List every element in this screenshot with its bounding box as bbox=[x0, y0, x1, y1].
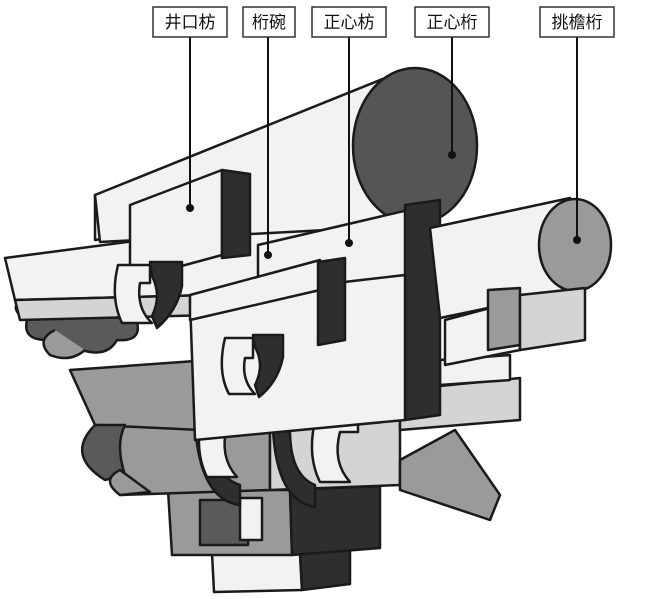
label-text: 挑檐桁 bbox=[552, 13, 603, 33]
pointer-dot bbox=[573, 236, 581, 244]
label-jingkoufang: 井口枋 bbox=[152, 6, 228, 38]
pointer-dot bbox=[345, 239, 353, 247]
middle-beam-block bbox=[188, 198, 442, 442]
upper-left-block bbox=[128, 168, 252, 282]
pointer-dot bbox=[448, 151, 456, 159]
label-hengwan: 桁碗 bbox=[242, 6, 296, 38]
label-text: 井口枋 bbox=[165, 13, 216, 33]
label-tiaoyanheng: 挑檐桁 bbox=[539, 6, 615, 38]
label-text: 桁碗 bbox=[252, 13, 286, 33]
label-text: 正心枋 bbox=[324, 13, 375, 33]
leader-lines bbox=[186, 37, 581, 259]
label-text: 正心桁 bbox=[427, 13, 478, 33]
label-zhengxinfang: 正心枋 bbox=[311, 6, 387, 38]
tiaoyanheng-purlin bbox=[428, 196, 613, 367]
pointer-dot bbox=[186, 204, 194, 212]
label-zhengxinheng: 正心桁 bbox=[414, 6, 490, 38]
pointer-dot bbox=[264, 251, 272, 259]
bracket-cups bbox=[113, 260, 285, 399]
